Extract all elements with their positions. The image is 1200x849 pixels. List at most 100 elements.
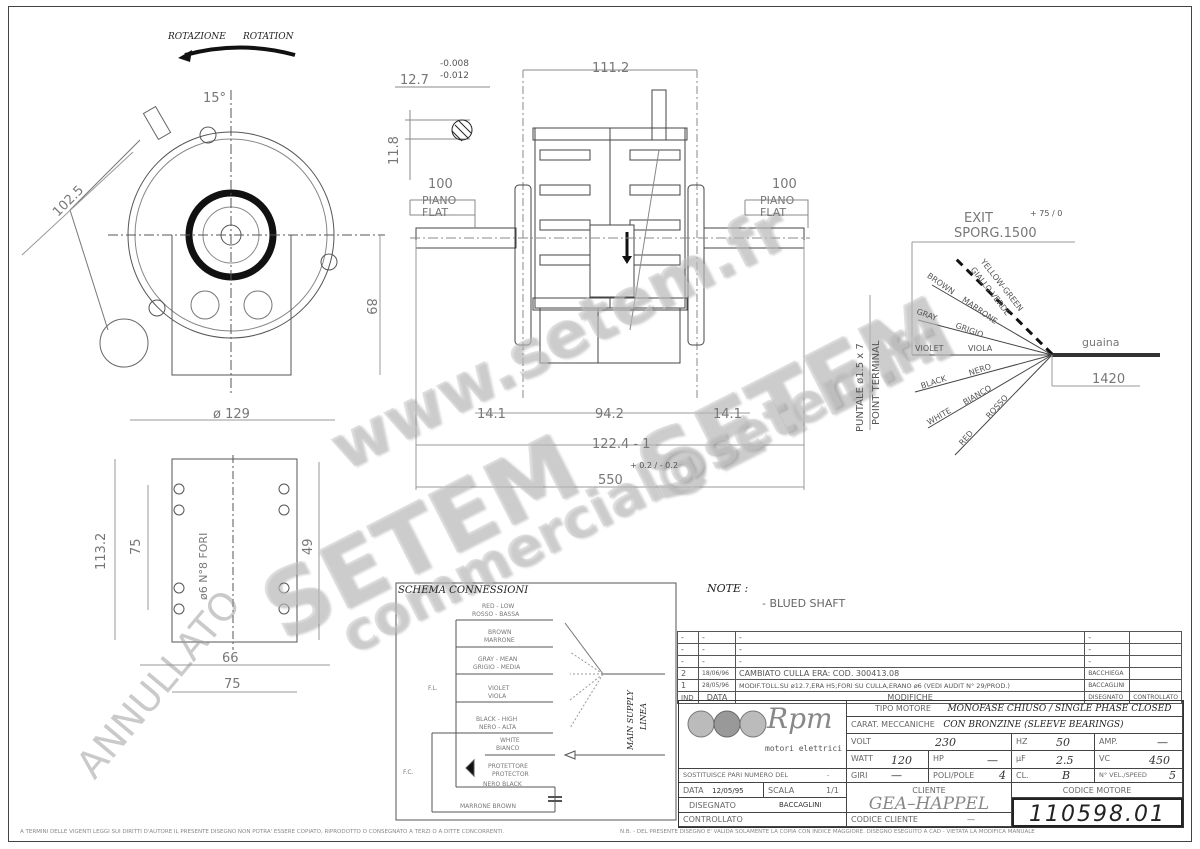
rotation-label-en: ROTATION — [243, 32, 294, 42]
carat-value: CON BRONZINE (SLEEVE BEARINGS) — [943, 720, 1124, 730]
schema-line-l2: GRIGIO - MEDIA — [473, 664, 521, 671]
codice-cliente-value: — — [967, 815, 975, 824]
amp-cell: AMP. — — [1095, 734, 1183, 751]
giri-value: — — [891, 769, 902, 782]
rpm-logo-icon — [687, 710, 767, 738]
rev-ctrl — [1129, 643, 1182, 656]
vel-label: N° VEL./SPEED — [1099, 771, 1147, 779]
tipo-motore-label: TIPO MOTORE — [875, 704, 931, 713]
poli-value: 4 — [999, 769, 1006, 782]
shaft-tol-top: -0.008 — [440, 59, 470, 69]
terminal-label-it: PUNTALE ø1.5 x 7 — [855, 343, 866, 432]
rev-dis: BACCAGLINI — [1084, 679, 1131, 692]
disegnato-label: DISEGNATO — [689, 801, 736, 810]
rev-ind: 2 — [677, 667, 699, 680]
footer-copyright: A TERMINI DELLE VIGENTI LEGGI SUI DIRITT… — [20, 829, 505, 835]
schema-line-l1: VIOLET — [488, 685, 510, 692]
cliente-cell: CLIENTE GEA–HAPPEL — [847, 783, 1012, 814]
table-row: ---- — [677, 631, 1182, 644]
exit-tol: + 75 / 0 — [1030, 209, 1063, 218]
schema-protector-en: PROTECTOR — [492, 771, 529, 778]
sostituisce-value: - — [827, 771, 830, 779]
dim-75-h: 75 — [224, 677, 241, 692]
vc-cell: VC 450 — [1095, 751, 1183, 769]
wire-label: VIOLA — [968, 344, 993, 353]
giri-cell: GIRI — — [847, 769, 929, 783]
schema-nero-black: NERO BLACK — [483, 781, 522, 788]
title-block: Rpm motori elettrici TIPO MOTORE MONOFAS… — [678, 700, 1184, 828]
schema-line-l1: BLACK - HIGH — [476, 716, 518, 723]
rev-mod: CAMBIATO CULLA ERA: COD. 300413.08 — [734, 667, 1086, 680]
dim-550-tol: + 0.2 / - 0.2 — [630, 461, 678, 470]
cl-cell: CL. B — [1012, 769, 1095, 783]
schema-fc: F.C. — [403, 769, 414, 776]
rev-ind: 1 — [677, 679, 699, 692]
exit-value: SPORG.1500 — [954, 226, 1037, 241]
rev-ind: - — [677, 631, 699, 644]
label-flat-right-en: FLAT — [760, 206, 787, 219]
poli-label: POLI/POLE — [933, 771, 975, 780]
vc-label: VC — [1099, 754, 1111, 763]
amp-label: AMP. — [1099, 737, 1118, 746]
front-view — [21, 90, 385, 421]
dim-shaft-dia: 12.7 — [400, 73, 429, 88]
schema-protector-it: PROTETTORE — [488, 763, 528, 770]
rev-ctrl — [1129, 631, 1182, 644]
schema-line-l2: MARRONE — [484, 637, 515, 644]
label-flat-left-en: FLAT — [422, 206, 449, 219]
rev-dis: BACCHIEGA — [1084, 667, 1131, 680]
uf-cell: µF 2.5 — [1012, 751, 1095, 769]
cliente-label: CLIENTE — [912, 786, 946, 795]
rev-mod: - — [734, 643, 1086, 656]
drawing-border — [8, 6, 1192, 842]
cliente-value: GEA–HAPPEL — [868, 794, 990, 814]
rev-mod: MODIF.TOLL.SU ø12.7,ERA H5;FORI SU CULLA… — [734, 679, 1086, 692]
dim-75-v: 75 — [129, 538, 144, 555]
bracket-holes-label: ø6 N°8 FORI — [197, 532, 210, 600]
rev-ctrl — [1129, 679, 1182, 692]
disegnato-cell: DISEGNATO BACCAGLINI — [679, 798, 847, 813]
controllato-label: CONTROLLATO — [683, 815, 743, 824]
poli-cell: POLI/POLE 4 — [929, 769, 1012, 783]
sheath-label: guaina — [1082, 336, 1120, 349]
hz-label: HZ — [1016, 737, 1028, 746]
dim-550: 550 — [598, 473, 623, 488]
dim-14-1-right: 14.1 — [713, 407, 742, 422]
vel-cell: N° VEL./SPEED 5 — [1095, 769, 1183, 783]
codice-motore-label-cell: CODICE MOTORE — [1012, 783, 1183, 798]
terminal-label-en: POINT TERMINAL — [871, 340, 882, 425]
tipo-motore-value: MONOFASE CHIUSO / SINGLE PHASE CLOSED — [947, 704, 1172, 714]
schema-line-l2: VIOLA — [488, 693, 507, 700]
note-title: NOTE : — [707, 582, 749, 595]
sostituisce-cell: SOSTITUISCE PARI NUMERO DEL - — [679, 769, 847, 783]
sostituisce-label: SOSTITUISCE PARI NUMERO DEL — [683, 771, 788, 779]
schema-line-l2: ROSSO - BASSA — [472, 611, 520, 618]
hz-value: 50 — [1056, 736, 1070, 749]
volt-label: VOLT — [851, 737, 871, 746]
schema-line-l1: WHITE — [500, 737, 520, 744]
dim-129: ø 129 — [213, 407, 250, 422]
data-cell: DATA 12/05/95 — [679, 783, 764, 798]
rev-ind: - — [677, 643, 699, 656]
brand-subtitle: motori elettrici — [765, 744, 843, 753]
schema-line-l1: RED - LOW — [482, 603, 515, 610]
uf-label: µF — [1016, 754, 1026, 763]
watt-label: WATT — [851, 754, 873, 763]
dim-14-1-left: 14.1 — [477, 407, 506, 422]
rev-mod: - — [734, 631, 1086, 644]
rev-data: 18/06/96 — [698, 667, 736, 680]
side-view — [409, 69, 810, 490]
rev-ctrl — [1129, 655, 1182, 668]
dim-66: 66 — [222, 651, 239, 666]
bracket-view — [114, 455, 330, 693]
sheath-length: 1420 — [1092, 372, 1126, 387]
logo-cell: Rpm motori elettrici — [679, 701, 847, 769]
tipo-motore-row: TIPO MOTORE MONOFASE CHIUSO / SINGLE PHA… — [847, 701, 1183, 717]
volt-cell: VOLT 230 — [847, 734, 1012, 751]
rev-ind: - — [677, 655, 699, 668]
dim-body-length: 111.2 — [592, 61, 630, 76]
watt-cell: WATT 120 — [847, 751, 929, 769]
